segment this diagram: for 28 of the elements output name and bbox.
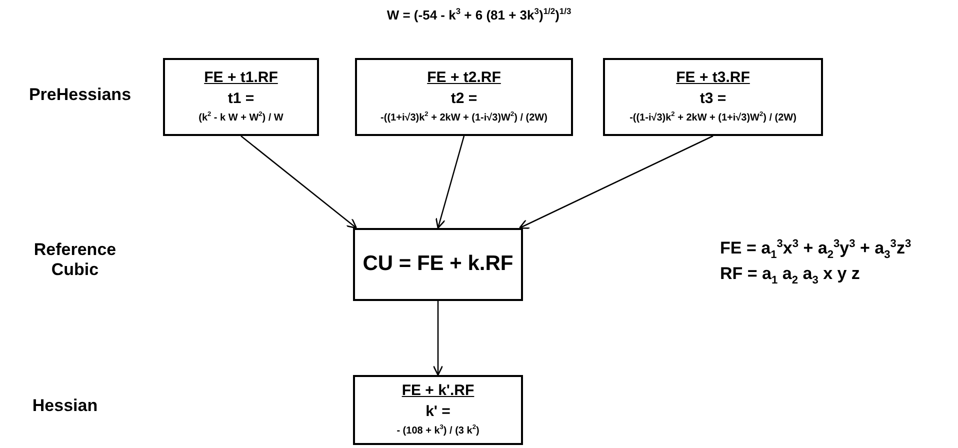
- formula-heading: FE + k'.RF: [402, 382, 474, 402]
- variable-label: t1 =: [228, 90, 254, 109]
- row-label: Reference Cubic: [32, 240, 118, 280]
- row-label: PreHessians: [28, 85, 132, 105]
- formula-text: RF = a$_{1}$ a$_{2}$ a$_{3}$ x y z: [720, 264, 860, 286]
- arrow: [432, 301, 444, 376]
- equation-text: CU = FE + k.RF: [362, 251, 514, 278]
- formula-heading: FE + t1.RF: [204, 69, 278, 88]
- formula-text: (k$^{2}$ - k W + W$^{2}$) / W: [198, 110, 284, 125]
- process-box: [603, 58, 823, 136]
- formula-text: - (108 + k$^{3}$) / (3 k$^{2}$): [396, 424, 480, 438]
- row-label: Hessian: [31, 396, 99, 416]
- title-formula: W = (-54 - k$^{3}$ + 6 (81 + 3k$^{3}$)$^{1/2}$)$^{1/3}$: [386, 6, 572, 22]
- arrow: [435, 136, 465, 229]
- formula-heading: FE + t3.RF: [676, 69, 750, 88]
- process-box: [353, 228, 523, 301]
- arrow: [518, 135, 714, 229]
- formula-text: -((1+i√3)k$^{2}$ + 2kW + (1-i√3)W$^{2}$) / (2W): [380, 110, 548, 125]
- process-box: [355, 58, 573, 136]
- process-box: [353, 375, 523, 445]
- variable-label: t2 =: [450, 90, 478, 109]
- formula-heading: FE + t2.RF: [427, 69, 501, 88]
- variable-label: t3 =: [700, 90, 726, 109]
- arrow: [240, 136, 358, 229]
- formula-text: -((1-i√3)k$^{2}$ + 2kW + (1+i√3)W$^{2}$) / (2W): [630, 110, 796, 125]
- process-box: [163, 58, 319, 136]
- formula-text: FE = a$_{1}$$^{3}$x$^{3}$ + a$_{2}$$^{3}$y$^{3}$ + a$_{3}$$^{3}$z$^{3}$: [720, 238, 912, 262]
- variable-label: k' =: [426, 403, 450, 422]
